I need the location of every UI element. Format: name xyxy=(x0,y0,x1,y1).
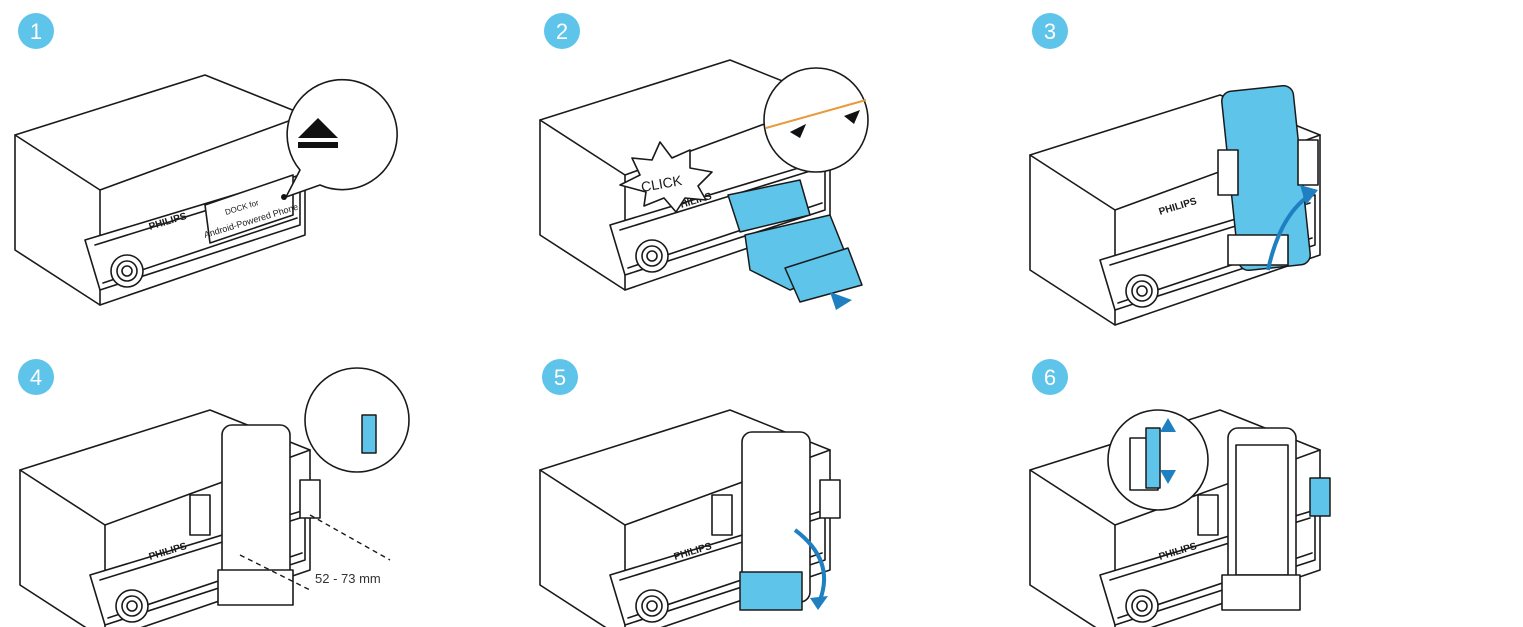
callout-bubble xyxy=(285,78,398,198)
magnify-callout xyxy=(304,367,410,473)
eject-icon xyxy=(298,118,338,148)
clamp-detail xyxy=(361,414,377,454)
slide-out-arrow xyxy=(830,292,852,310)
dock-cradle xyxy=(727,179,863,303)
rotate-arrow xyxy=(793,528,827,601)
step-5-panel: 5 PHILIPS xyxy=(539,359,841,627)
step-2-number: 2 xyxy=(556,19,568,44)
down-arrow xyxy=(1160,470,1176,484)
step-5-number: 5 xyxy=(554,365,566,390)
step-6-badge xyxy=(1032,359,1068,395)
step-4-badge xyxy=(18,359,54,395)
step-3-number: 3 xyxy=(1044,19,1056,44)
step-5-badge xyxy=(542,359,578,395)
rotate-arrow-head xyxy=(1300,185,1318,205)
dimension-label: 52 - 73 mm xyxy=(315,571,381,586)
click-burst xyxy=(619,141,713,213)
step-4-panel: 4 PHILIPS 52 - 73 mm xyxy=(18,359,410,627)
phone-holder xyxy=(1197,427,1331,611)
step-4-number: 4 xyxy=(30,365,42,390)
car-stereo-unit xyxy=(14,74,306,306)
phone-holder xyxy=(711,431,841,611)
step-6-panel: 6 PHILIPS xyxy=(1029,359,1331,627)
step-6-number: 6 xyxy=(1044,365,1056,390)
step-3-badge xyxy=(1032,13,1068,49)
click-text: CLICK xyxy=(640,172,684,195)
step-3-panel: 3 PHILIPS xyxy=(1029,13,1321,326)
rotate-arrow xyxy=(1266,193,1312,271)
rotate-arrow-head xyxy=(810,596,828,610)
up-arrow xyxy=(1160,418,1176,432)
phone-holder xyxy=(189,424,321,606)
step-2-badge xyxy=(544,13,580,49)
magnify-callout xyxy=(763,67,869,173)
step-1-badge xyxy=(18,13,54,49)
phone-holder xyxy=(1217,84,1319,272)
step-1-number: 1 xyxy=(30,19,42,44)
step-1-panel: 1 PHILIPS DOCK for Android-Powered Phone xyxy=(14,13,398,306)
step-2-panel: 2 PHILIPS CLICK xyxy=(539,13,869,310)
